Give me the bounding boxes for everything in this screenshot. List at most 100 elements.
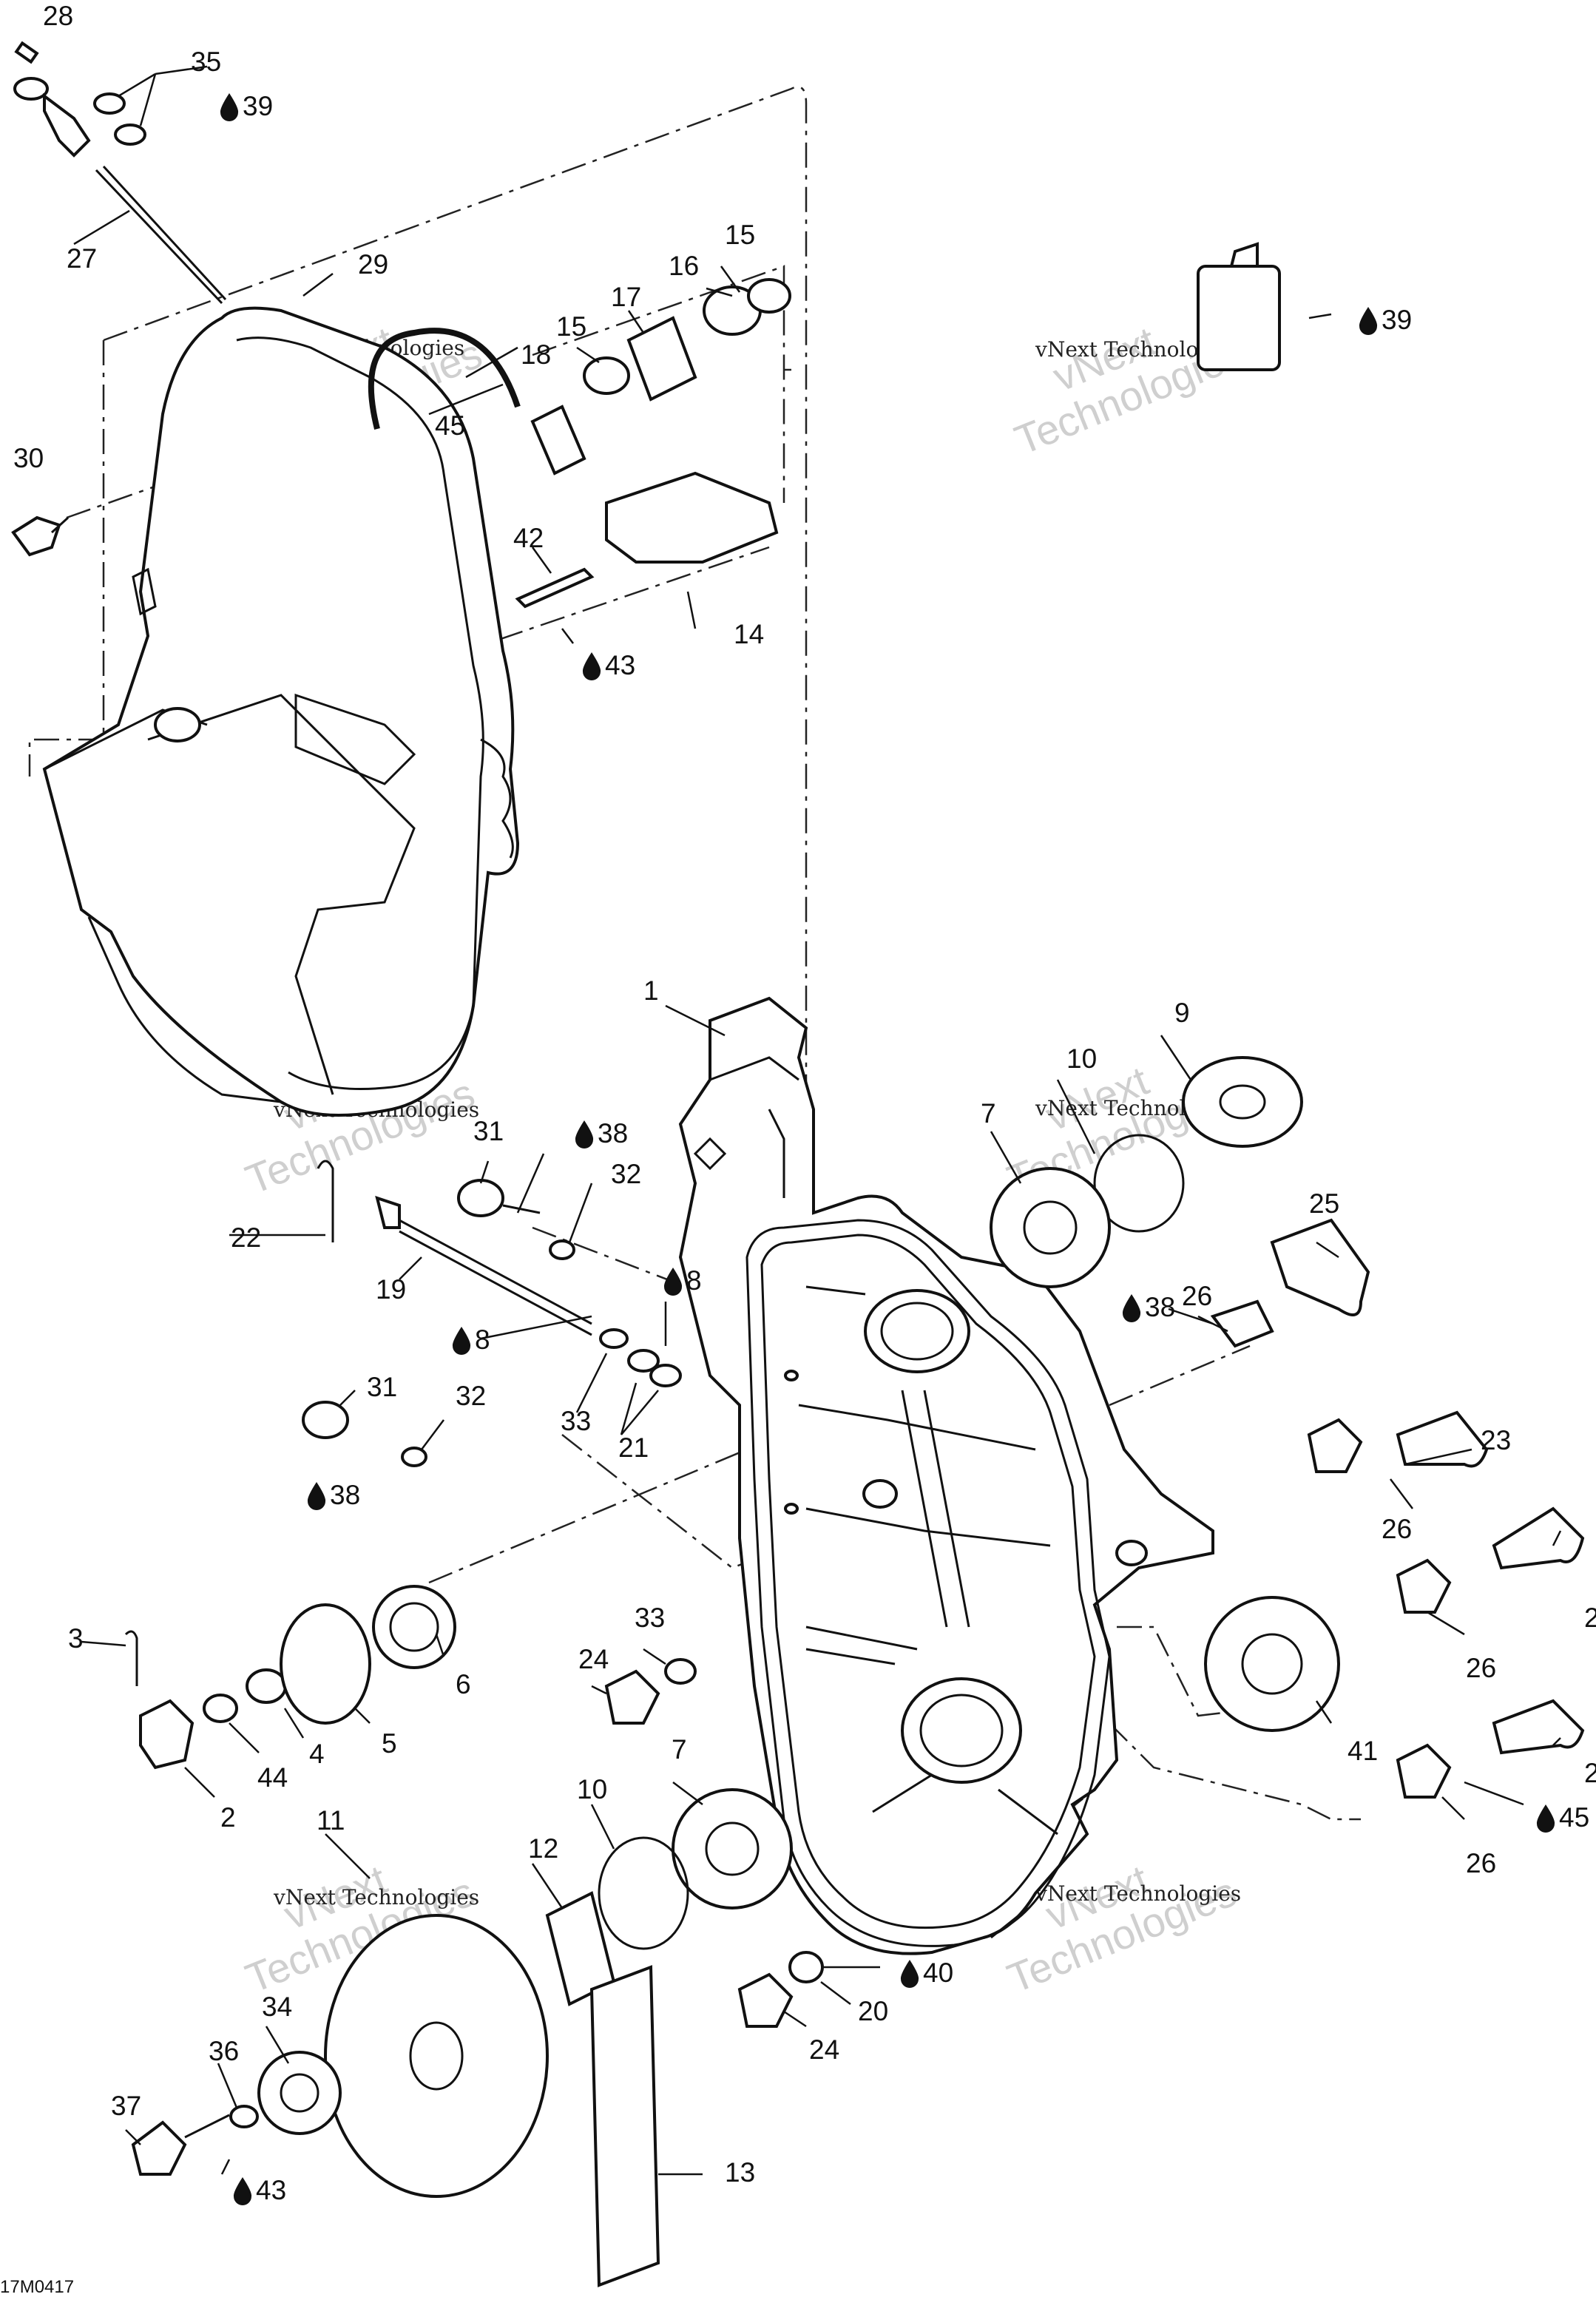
callout-26: 26 xyxy=(1466,1653,1496,1683)
callout-number: 19 xyxy=(376,1274,406,1305)
callout-44: 44 xyxy=(257,1762,288,1793)
callout-number: 18 xyxy=(521,339,551,370)
callout-number: 22 xyxy=(231,1222,261,1253)
callout-number: 1 xyxy=(643,975,659,1006)
callout-number: 15 xyxy=(725,220,755,250)
oil-drop-icon xyxy=(1122,1294,1141,1322)
callout-25: 25 xyxy=(1309,1188,1339,1219)
callout-12: 12 xyxy=(528,1833,558,1864)
callout-27: 27 xyxy=(67,243,97,274)
callout-23: 23 xyxy=(1584,1758,1596,1788)
oil-drop-icon xyxy=(1359,307,1378,335)
callout-number: 27 xyxy=(67,243,97,274)
oil-drop-icon xyxy=(575,1120,594,1148)
callout-number: 8 xyxy=(686,1265,702,1296)
callout-number: 21 xyxy=(618,1432,649,1463)
callout-number: 26 xyxy=(1182,1281,1212,1311)
callout-number: 10 xyxy=(577,1774,607,1804)
callout-number: 45 xyxy=(435,410,465,441)
callout-43: 43 xyxy=(233,2175,286,2205)
callout-36: 36 xyxy=(209,2036,239,2066)
callout-35: 35 xyxy=(191,47,221,77)
callout-number: 17 xyxy=(611,282,641,312)
callout-1: 1 xyxy=(643,975,659,1006)
callout-38: 38 xyxy=(575,1118,628,1148)
callout-number: 38 xyxy=(1145,1292,1175,1322)
callout-26: 26 xyxy=(1466,1848,1496,1878)
callout-5: 5 xyxy=(382,1728,397,1759)
callout-number: 5 xyxy=(382,1728,397,1759)
callout-number: 23 xyxy=(1481,1425,1511,1455)
callout-number: 45 xyxy=(1559,1802,1589,1833)
callout-26: 26 xyxy=(1182,1281,1212,1311)
callout-41: 41 xyxy=(1348,1736,1378,1766)
callout-28: 28 xyxy=(43,1,73,31)
callout-number: 32 xyxy=(456,1381,486,1411)
callout-number: 16 xyxy=(669,251,699,281)
oil-drop-icon xyxy=(663,1268,683,1296)
callout-number: 14 xyxy=(734,619,764,649)
oil-drop-icon xyxy=(233,2177,252,2205)
oil-drop-icon xyxy=(452,1327,471,1355)
callout-16: 16 xyxy=(669,251,699,281)
callout-number: 3 xyxy=(68,1623,84,1654)
callout-34: 34 xyxy=(262,1992,292,2022)
leader-lines xyxy=(73,65,1562,2176)
oil-drop-icon xyxy=(1536,1804,1555,1833)
callout-33: 33 xyxy=(635,1603,665,1633)
callout-7: 7 xyxy=(981,1098,996,1129)
callout-2: 2 xyxy=(220,1802,236,1833)
callout-19: 19 xyxy=(376,1274,406,1305)
callout-10: 10 xyxy=(577,1774,607,1804)
callout-33: 33 xyxy=(561,1406,591,1436)
callout-number: 34 xyxy=(262,1992,292,2022)
callout-23: 23 xyxy=(1584,1603,1596,1633)
callout-6: 6 xyxy=(456,1669,471,1699)
parts xyxy=(11,41,1585,2287)
callout-22: 22 xyxy=(231,1222,261,1253)
callout-number: 7 xyxy=(981,1098,996,1129)
callout-31: 31 xyxy=(367,1372,397,1402)
chaincase-housing xyxy=(678,996,1214,1955)
callout-number: 42 xyxy=(513,523,544,553)
callout-number: 24 xyxy=(809,2034,839,2065)
callout-45: 45 xyxy=(1536,1802,1589,1833)
callout-24: 24 xyxy=(809,2034,839,2065)
callout-7: 7 xyxy=(672,1734,687,1765)
callout-number: 15 xyxy=(556,311,586,342)
callout-number: 39 xyxy=(1382,305,1412,335)
callout-number: 38 xyxy=(330,1480,360,1510)
callout-29: 29 xyxy=(358,249,388,280)
callout-number: 8 xyxy=(475,1325,490,1355)
watermark-small: vNext Technologies xyxy=(1035,1881,1241,1906)
callout-number: 26 xyxy=(1466,1848,1496,1878)
callout-number: 25 xyxy=(1309,1188,1339,1219)
callout-number: 26 xyxy=(1466,1653,1496,1683)
callout-number: 31 xyxy=(473,1116,504,1146)
watermark-small: vNext Technologies xyxy=(273,1885,479,1909)
callout-number: 24 xyxy=(578,1644,609,1674)
callout-number: 2 xyxy=(220,1802,236,1833)
callout-number: 33 xyxy=(561,1406,591,1436)
callout-number: 11 xyxy=(317,1805,345,1836)
callout-24: 24 xyxy=(578,1644,609,1674)
callout-number: 29 xyxy=(358,249,388,280)
oil-drop-icon xyxy=(220,93,239,121)
callout-32: 32 xyxy=(456,1381,486,1411)
callout-number: 7 xyxy=(672,1734,687,1765)
callout-number: 28 xyxy=(43,1,73,31)
callout-number: 43 xyxy=(256,2175,286,2205)
callout-number: 23 xyxy=(1584,1603,1596,1633)
callout-39: 39 xyxy=(1359,305,1412,335)
callout-11: 11 xyxy=(317,1805,345,1836)
callout-number: 9 xyxy=(1174,998,1190,1028)
callout-26: 26 xyxy=(1382,1514,1412,1544)
oil-drop-icon xyxy=(582,652,601,680)
callout-number: 12 xyxy=(528,1833,558,1864)
callout-23: 23 xyxy=(1481,1425,1511,1455)
callout-32: 32 xyxy=(611,1159,641,1189)
callout-20: 20 xyxy=(858,1996,888,2026)
chaincase-cover xyxy=(42,306,520,1117)
